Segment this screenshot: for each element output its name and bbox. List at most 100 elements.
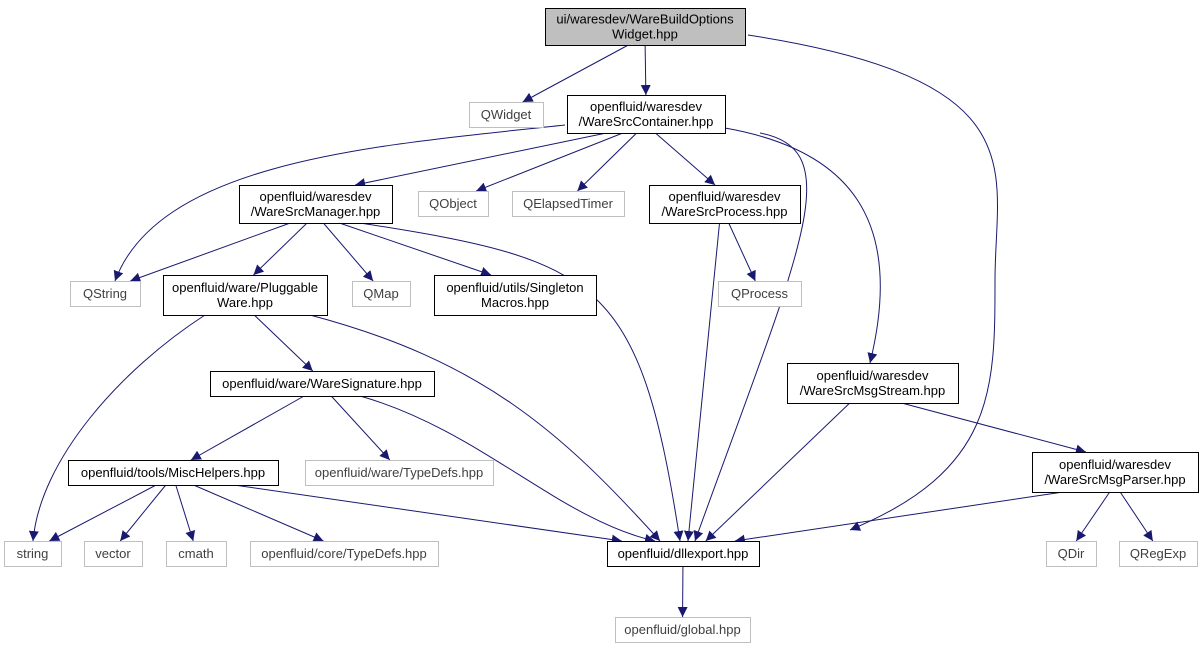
- node-box: [210, 371, 435, 397]
- nodes-layer: ui/waresdev/WareBuildOptionsWidget.hppQW…: [4, 8, 1199, 643]
- node-box: [352, 281, 411, 307]
- node-box: [567, 95, 726, 134]
- node-label-line: openfluid/ware/Pluggable: [172, 280, 318, 295]
- edge-process-to-dllexport: [683, 222, 721, 542]
- node-label-line: /WareSrcProcess.hpp: [662, 204, 788, 219]
- node-manager[interactable]: openfluid/waresdev/WareSrcManager.hpp: [239, 185, 393, 224]
- edge-msgparser-to-dllexport: [734, 491, 1064, 545]
- node-dllexport[interactable]: openfluid/dllexport.hpp: [607, 541, 760, 567]
- node-label-line: string: [17, 546, 49, 561]
- node-global: openfluid/global.hpp: [615, 617, 751, 643]
- node-label-line: openfluid/waresdev: [816, 368, 929, 383]
- node-box: [512, 191, 625, 217]
- edge-container-to-msgstream: [724, 127, 881, 364]
- edge-process-to-qprocess: [728, 222, 756, 282]
- edge-widget-to-qwidget: [522, 44, 629, 103]
- edge-manager-to-singleton: [339, 222, 492, 277]
- node-label-line: openfluid/waresdev: [590, 99, 703, 114]
- node-label-line: /WareSrcMsgParser.hpp: [1044, 472, 1185, 487]
- node-process[interactable]: openfluid/waresdev/WareSrcProcess.hpp: [649, 185, 801, 224]
- node-misc[interactable]: openfluid/tools/MiscHelpers.hpp: [68, 460, 279, 486]
- node-box: [434, 275, 597, 316]
- node-box: [305, 460, 494, 486]
- node-box: [787, 363, 959, 404]
- node-label-line: Macros.hpp: [481, 295, 549, 310]
- edge-container-to-manager: [355, 132, 607, 188]
- node-qmap: QMap: [352, 281, 411, 307]
- edge-container-to-dllexport: [693, 132, 808, 542]
- node-box: [250, 541, 439, 567]
- node-msgparser[interactable]: openfluid/waresdev/WareSrcMsgParser.hpp: [1032, 452, 1199, 493]
- edge-pluggable-to-signature: [253, 314, 314, 372]
- node-label-line: openfluid/waresdev: [1059, 457, 1172, 472]
- node-box: [1032, 452, 1199, 493]
- node-label-line: ui/waresdev/WareBuildOptions: [556, 12, 734, 27]
- edge-pluggable-to-dllexport: [309, 314, 661, 542]
- node-qwidget: QWidget: [469, 102, 544, 128]
- node-label-line: QElapsedTimer: [523, 196, 613, 211]
- node-label-line: QProcess: [731, 286, 789, 301]
- node-label-line: QObject: [429, 196, 477, 211]
- node-label-line: QString: [83, 286, 127, 301]
- node-box: [163, 275, 328, 316]
- node-label-line: openfluid/ware/WareSignature.hpp: [222, 376, 422, 391]
- node-label-line: /WareSrcManager.hpp: [251, 204, 381, 219]
- node-qdir: QDir: [1046, 541, 1097, 567]
- node-box: [469, 102, 544, 128]
- node-box: [1119, 541, 1198, 567]
- node-label-line: openfluid/dllexport.hpp: [618, 546, 749, 561]
- node-qelapsedtimer: QElapsedTimer: [512, 191, 625, 217]
- node-label-line: vector: [95, 546, 131, 561]
- node-waretypedefs: openfluid/ware/TypeDefs.hpp: [305, 460, 494, 486]
- node-signature[interactable]: openfluid/ware/WareSignature.hpp: [210, 371, 435, 397]
- node-label-line: /WareSrcMsgStream.hpp: [800, 383, 945, 398]
- node-label-line: QWidget: [481, 107, 532, 122]
- node-vector: vector: [84, 541, 143, 567]
- edge-msgstream-to-msgparser: [901, 402, 1087, 455]
- node-label-line: openfluid/global.hpp: [624, 622, 740, 637]
- node-label-line: /WareSrcContainer.hpp: [579, 114, 714, 129]
- node-label-line: openfluid/waresdev: [259, 189, 372, 204]
- node-qregexp: QRegExp: [1119, 541, 1198, 567]
- edge-widget-to-container: [640, 44, 651, 96]
- node-label-line: QRegExp: [1130, 546, 1186, 561]
- node-box: [615, 617, 751, 643]
- node-box: [239, 185, 393, 224]
- node-box: [718, 281, 802, 307]
- edge-misc-to-coretypedefs: [193, 484, 324, 542]
- node-box: [4, 541, 62, 567]
- node-label-line: openfluid/core/TypeDefs.hpp: [261, 546, 427, 561]
- node-qstring: QString: [70, 281, 141, 307]
- edge-container-to-qstring: [113, 124, 566, 282]
- node-container[interactable]: openfluid/waresdev/WareSrcContainer.hpp: [567, 95, 726, 134]
- node-msgstream[interactable]: openfluid/waresdev/WareSrcMsgStream.hpp: [787, 363, 959, 404]
- node-label-line: openfluid/waresdev: [668, 189, 781, 204]
- node-label-line: openfluid/utils/Singleton: [446, 280, 583, 295]
- node-label-line: QMap: [363, 286, 398, 301]
- edge-signature-to-dllexport: [359, 395, 656, 544]
- node-box: [166, 541, 227, 567]
- edge-pluggable-to-string: [28, 314, 206, 542]
- edges-layer: [28, 34, 1154, 618]
- edge-msgstream-to-dllexport: [705, 402, 851, 542]
- node-string: string: [4, 541, 62, 567]
- edge-manager-to-qmap: [322, 222, 374, 282]
- node-qprocess: QProcess: [718, 281, 802, 307]
- edge-signature-to-waretypedefs: [330, 395, 391, 461]
- node-box: [418, 191, 489, 217]
- node-box: [649, 185, 801, 224]
- edge-misc-to-vector: [119, 484, 167, 542]
- edge-manager-to-pluggable: [253, 222, 308, 276]
- edge-msgparser-to-qregexp: [1119, 491, 1154, 542]
- edge-misc-to-cmath: [175, 484, 196, 542]
- node-coretypedefs: openfluid/core/TypeDefs.hpp: [250, 541, 439, 567]
- edge-msgparser-to-qdir: [1075, 491, 1111, 542]
- edge-container-to-qelapsedtimer: [577, 132, 637, 192]
- node-box: [1046, 541, 1097, 567]
- edge-container-to-qobject: [475, 132, 624, 192]
- edge-container-to-process: [655, 132, 716, 186]
